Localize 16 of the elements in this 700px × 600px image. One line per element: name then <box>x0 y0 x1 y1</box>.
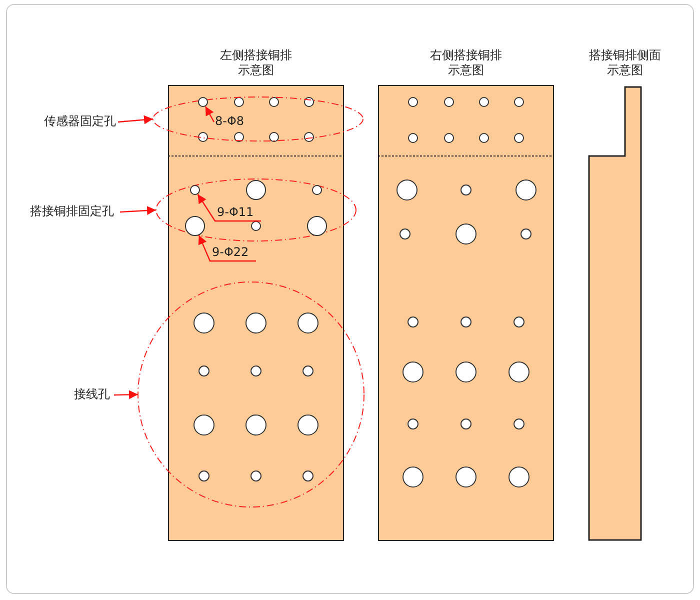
view-title: 右侧搭接铜排示意图 <box>429 48 503 78</box>
arrow <box>120 206 156 215</box>
leader-line <box>204 106 215 122</box>
arrow <box>114 390 138 400</box>
leader-line <box>198 234 256 262</box>
hole-size-label: 9-Φ22 <box>212 245 254 259</box>
hole-size-label: 9-Φ11 <box>217 205 259 219</box>
callout-label: 搭接铜排固定孔 <box>30 204 120 220</box>
view-title: 搭接铜排侧面示意图 <box>588 48 662 78</box>
arrow <box>118 115 154 124</box>
view-title: 左侧搭接铜排示意图 <box>219 48 293 78</box>
callout-label: 传感器固定孔 <box>44 114 118 130</box>
hole-size-label: 8-Φ8 <box>215 114 247 128</box>
leader-line <box>197 194 261 222</box>
copper-bar-view <box>587 48 663 541</box>
callout-label: 接线孔 <box>74 387 114 403</box>
